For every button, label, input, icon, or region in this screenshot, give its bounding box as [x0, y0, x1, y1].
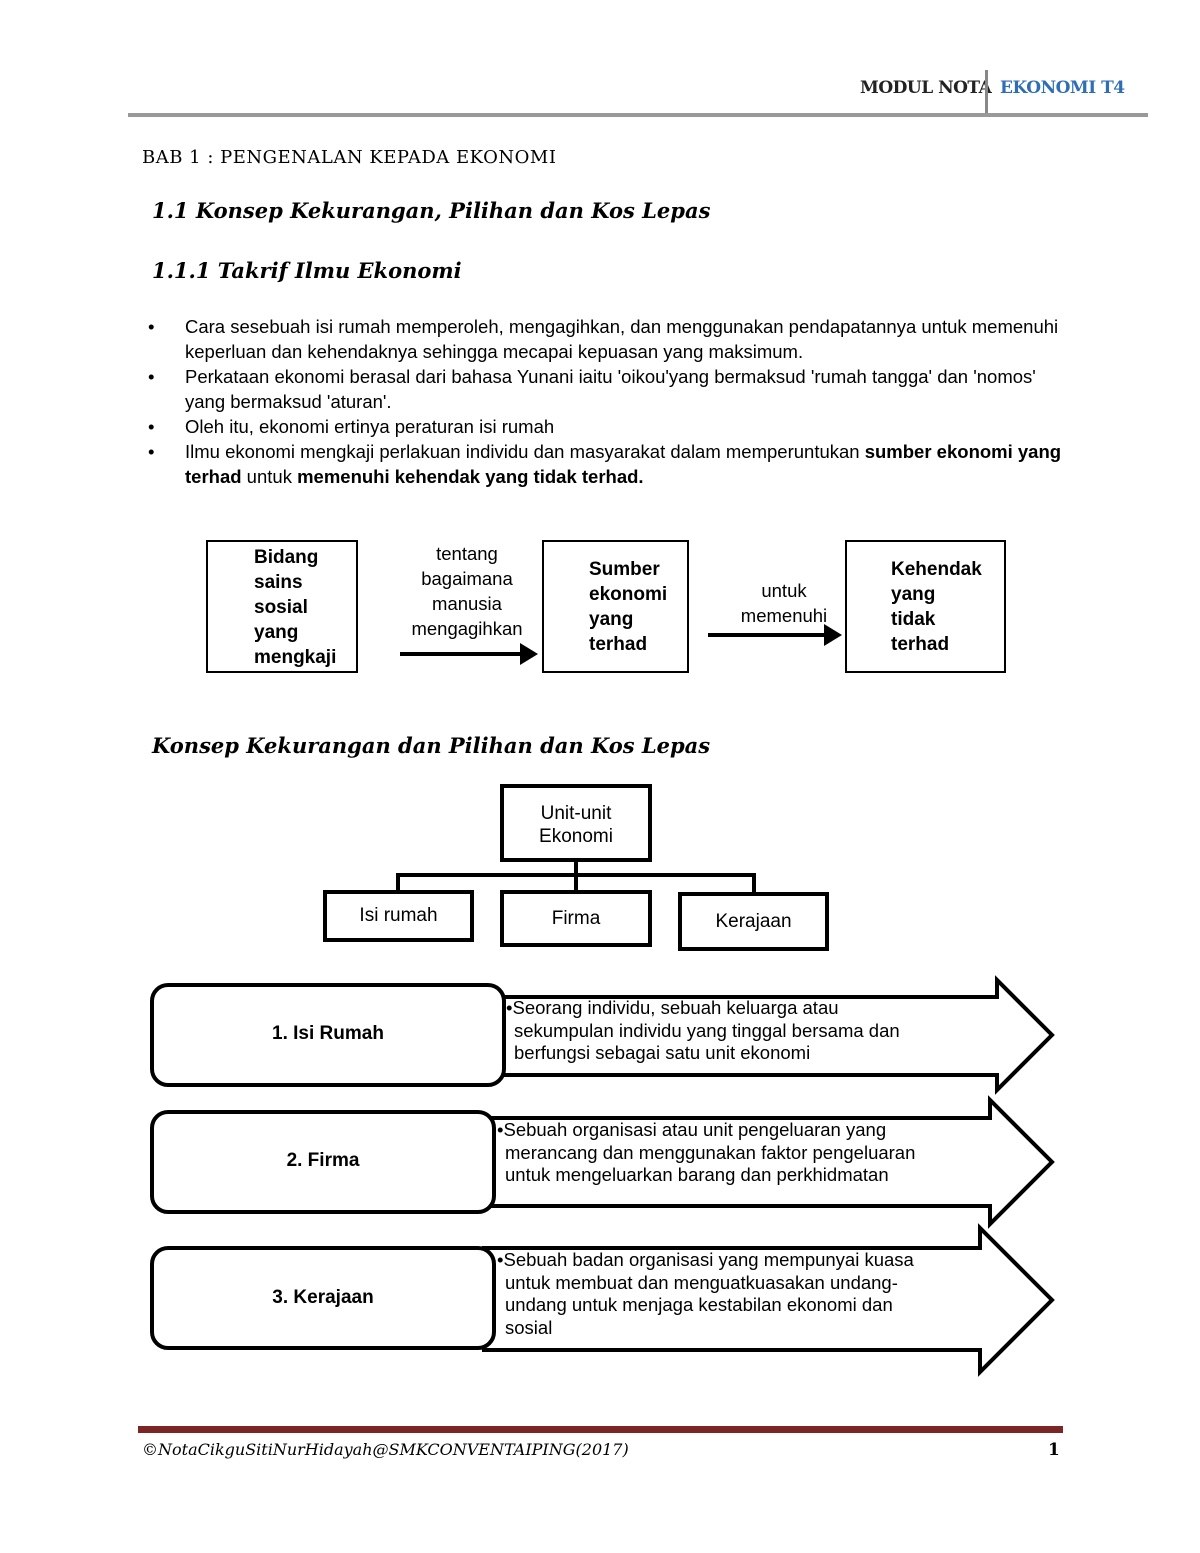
flow-link-about: tentang bagaimana manusia mengagihkan — [396, 541, 538, 641]
running-header: MODUL NOTA — [860, 78, 992, 98]
list-item: • Cara sesebuah isi rumah memperoleh, me… — [148, 314, 1068, 364]
page-number: 1 — [1048, 1440, 1060, 1460]
flow-box-resources-text: Sumber ekonomi yang terhad — [589, 557, 667, 657]
bullet-text-4-mid: untuk — [241, 466, 298, 487]
flow-box-field: Bidang sains sosial yang mengkaji — [206, 540, 358, 673]
unit-label-household: 1. Isi Rumah — [272, 1023, 384, 1044]
unit-arrow-shape — [150, 1095, 1055, 1229]
unit-desc-government: •Sebuah badan organisasi yang mempunyai … — [497, 1249, 914, 1339]
section-heading-1-1: 1.1 Konsep Kekurangan, Pilihan dan Kos L… — [152, 198, 711, 223]
bullet-text-4-pre: Ilmu ekonomi mengkaji perlakuan individu… — [185, 441, 865, 462]
unit-arrow-shape — [150, 975, 1055, 1095]
footer-rule — [138, 1426, 1063, 1433]
section-heading-1-1-1: 1.1.1 Takrif Ilmu Ekonomi — [152, 258, 462, 283]
unit-label-government: 3. Kerajaan — [272, 1287, 374, 1308]
flow-line: bagaimana — [421, 568, 513, 589]
header-divider — [985, 70, 988, 116]
unit-desc-household: •Seorang individu, sebuah keluarga atau … — [506, 997, 900, 1065]
flow-line: Sumber — [589, 559, 660, 580]
unit-desc-firm: •Sebuah organisasi atau unit pengeluaran… — [497, 1119, 915, 1187]
unit-desc-line: •Sebuah organisasi atau unit pengeluaran… — [497, 1119, 887, 1140]
unit-desc-line: sosial — [505, 1316, 553, 1338]
bullet-text-4-bold-1: sumber ekonomi yang terhad — [185, 441, 1062, 487]
footer-credit: ©NotaCikguSitiNurHidayah@SMKCONVENTAIPIN… — [142, 1440, 629, 1459]
org-child-government: Kerajaan — [678, 892, 829, 951]
bullet-marker: • — [148, 366, 155, 387]
unit-desc-line: sekumpulan individu yang tinggal bersama… — [514, 1019, 900, 1041]
flow-line: untuk — [761, 580, 807, 601]
bullet-text-3: Oleh itu, ekonomi ertinya peraturan isi … — [185, 416, 555, 437]
flow-line: yang — [891, 584, 936, 605]
unit-desc-line: untuk mengeluarkan barang dan perkhidmat… — [505, 1164, 889, 1185]
list-item: • Perkataan ekonomi berasal dari bahasa … — [148, 364, 1068, 414]
concept-heading: Konsep Kekurangan dan Pilihan dan Kos Le… — [152, 733, 711, 758]
flow-line: yang — [589, 609, 634, 630]
header-rule — [128, 113, 1148, 117]
bullet-text-1: Cara sesebuah isi rumah memperoleh, meng… — [185, 316, 1059, 362]
flow-line: mengagihkan — [411, 618, 523, 639]
list-item: • Oleh itu, ekonomi ertinya peraturan is… — [148, 414, 1068, 439]
flow-line: terhad — [589, 634, 648, 655]
unit-desc-line: berfungsi sebagai satu unit ekonomi — [514, 1042, 811, 1063]
bullet-marker: • — [148, 441, 155, 462]
flow-arrow-1 — [400, 643, 538, 665]
definition-list: • Cara sesebuah isi rumah memperoleh, me… — [148, 314, 1068, 489]
flow-line: mengkaji — [254, 647, 337, 668]
chapter-title: BAB 1 : PENGENALAN KEPADA EKONOMI — [142, 147, 557, 168]
flow-line: sains — [254, 572, 303, 593]
org-child-firm: Firma — [500, 890, 652, 947]
flow-box-wants: Kehendak yang tidak terhad — [845, 540, 1006, 673]
unit-label-firm: 2. Firma — [286, 1150, 360, 1171]
flow-box-resources: Sumber ekonomi yang terhad — [542, 540, 689, 673]
flow-line: ekonomi — [589, 584, 668, 605]
bullet-marker: • — [148, 316, 155, 337]
unit-desc-line: •Seorang individu, sebuah keluarga atau — [506, 997, 839, 1018]
flow-line: sosial — [254, 597, 308, 618]
flow-line: yang — [254, 622, 299, 643]
org-chart-connectors — [396, 860, 756, 893]
bullet-text-4-bold-2: memenuhi kehendak yang tidak terhad. — [297, 466, 644, 487]
unit-arrow-shape — [150, 1223, 1055, 1377]
flow-line: tidak — [891, 609, 936, 630]
header-subject: EKONOMI T4 — [1000, 78, 1125, 98]
flow-link-to-meet: untuk memenuhi — [718, 578, 850, 628]
bullet-marker: • — [148, 416, 155, 437]
flow-line: Bidang — [254, 547, 319, 568]
header-subject-wrap: EKONOMI T4 — [1000, 78, 1125, 98]
org-root-line: Ekonomi — [539, 826, 613, 847]
header-modul: MODUL NOTA — [860, 78, 992, 98]
flow-line: terhad — [891, 634, 950, 655]
flow-box-field-text: Bidang sains sosial yang mengkaji — [254, 545, 336, 670]
org-root-box: Unit-unit Ekonomi — [500, 784, 652, 862]
flow-box-wants-text: Kehendak yang tidak terhad — [891, 557, 982, 657]
unit-desc-line: undang untuk menjaga kestabilan ekonomi … — [505, 1294, 893, 1315]
flow-line: tentang — [436, 543, 498, 564]
flow-line: memenuhi — [740, 605, 828, 626]
list-item: • Ilmu ekonomi mengkaji perlakuan indivi… — [148, 439, 1068, 489]
flow-arrow-2 — [708, 624, 842, 646]
org-root-line: Unit-unit — [540, 803, 612, 824]
org-child-household: Isi rumah — [323, 890, 474, 942]
unit-desc-line: •Sebuah badan organisasi yang mempunyai … — [497, 1249, 914, 1270]
unit-desc-line: merancang dan menggunakan faktor pengelu… — [505, 1141, 916, 1163]
bullet-text-2: Perkataan ekonomi berasal dari bahasa Yu… — [185, 366, 1036, 412]
unit-desc-line: untuk membuat dan menguatkuasakan undang… — [505, 1271, 898, 1293]
flow-line: Kehendak — [891, 559, 982, 580]
bullet-text-4: Ilmu ekonomi mengkaji perlakuan individu… — [185, 441, 1061, 487]
flow-line: manusia — [432, 593, 502, 614]
